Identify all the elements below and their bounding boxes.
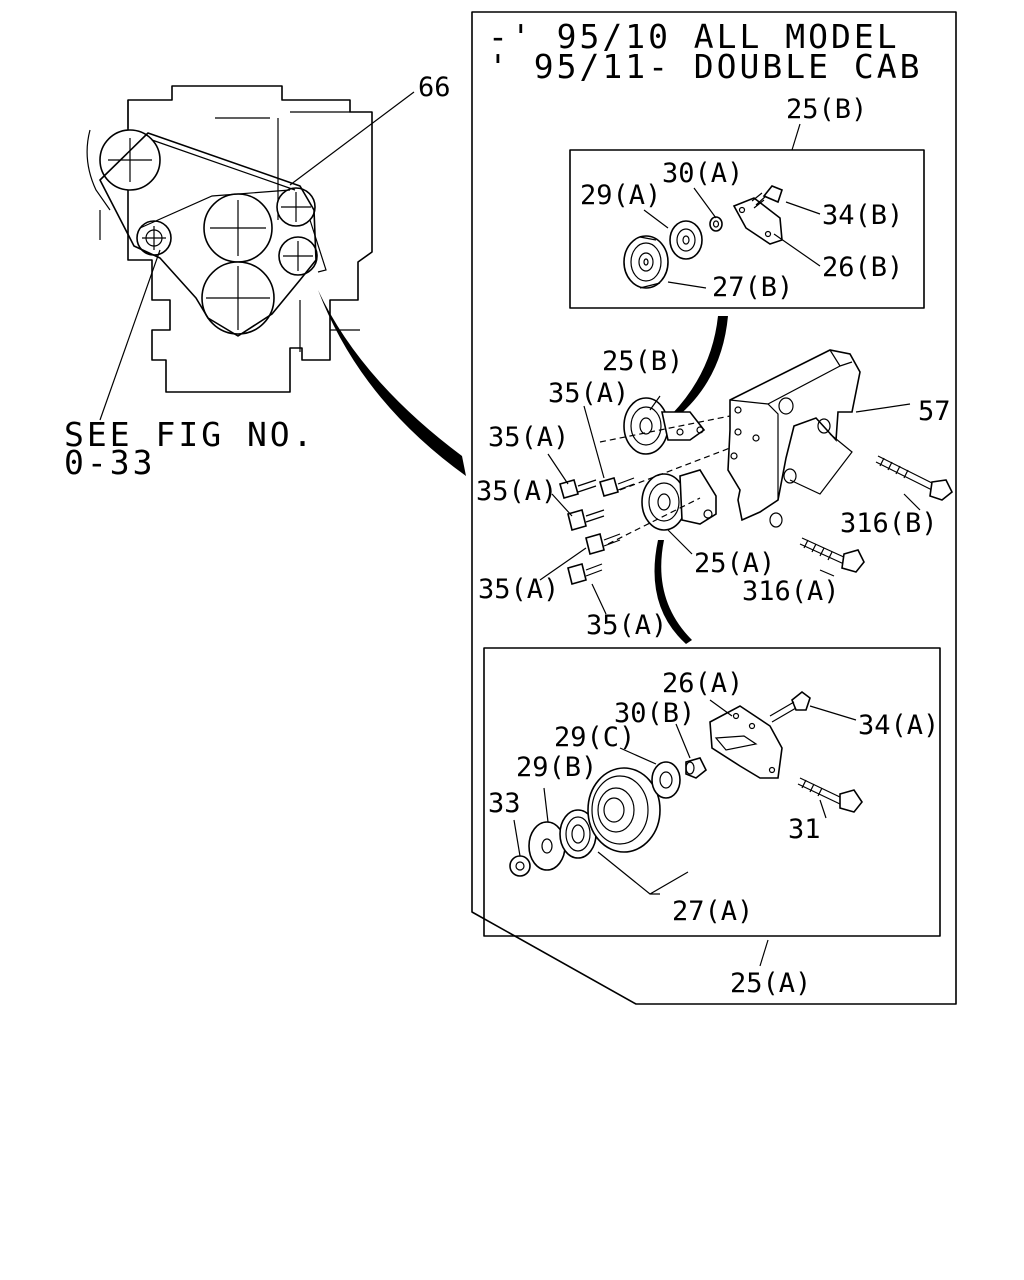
label-57: 57: [918, 396, 951, 427]
detail-frame: [471, 11, 957, 1005]
label-25b-top: 25(B): [786, 94, 867, 125]
arrow-25b: [672, 316, 728, 418]
label-25a-mid: 25(A): [694, 548, 775, 579]
label-34a: 34(A): [858, 710, 939, 741]
callout-arrow: [318, 290, 466, 476]
subassembly-25b-parts: [623, 185, 821, 289]
label-34b: 34(B): [822, 200, 903, 231]
label-26b: 26(B): [822, 252, 903, 283]
label-35a-3: 35(A): [476, 476, 557, 507]
label-29a: 29(A): [580, 180, 661, 211]
header-line-2: ' 95/11- DOUBLE CAB: [488, 47, 923, 86]
label-27b: 27(B): [712, 272, 793, 303]
label-27a: 27(A): [672, 896, 753, 927]
label-25a-bottom: 25(A): [730, 968, 811, 999]
arrow-25a: [654, 540, 692, 644]
label-26a: 26(A): [662, 668, 743, 699]
subassembly-25a-box: [483, 647, 941, 937]
label-30b: 30(B): [614, 698, 695, 729]
label-35a-4: 35(A): [478, 574, 559, 605]
label-29b: 29(B): [516, 752, 597, 783]
header-line-1: -' 95/10 ALL MODEL: [488, 17, 900, 56]
label-316a: 316(A): [742, 576, 840, 607]
see-fig-line-2: 0-33: [64, 443, 155, 482]
engine-overview: [86, 85, 415, 421]
label-35a-2: 35(A): [488, 422, 569, 453]
label-31: 31: [788, 814, 821, 845]
label-30a: 30(A): [662, 158, 743, 189]
bracket-assembly: [539, 349, 954, 615]
label-316b: 316(B): [840, 508, 938, 539]
label-29c: 29(C): [554, 722, 635, 753]
label-35a-1: 35(A): [548, 378, 629, 409]
subassembly-25a-parts: [509, 690, 863, 895]
label-33: 33: [488, 788, 521, 819]
label-66: 66: [418, 72, 451, 103]
leader-25b-top: [791, 123, 801, 151]
label-25b-mid: 25(B): [602, 346, 683, 377]
leader-25a-bottom: [759, 939, 769, 967]
subassembly-25b-box: [569, 149, 925, 309]
see-fig-line-1: SEE FIG NO.: [64, 415, 316, 454]
label-35a-5: 35(A): [586, 610, 667, 641]
